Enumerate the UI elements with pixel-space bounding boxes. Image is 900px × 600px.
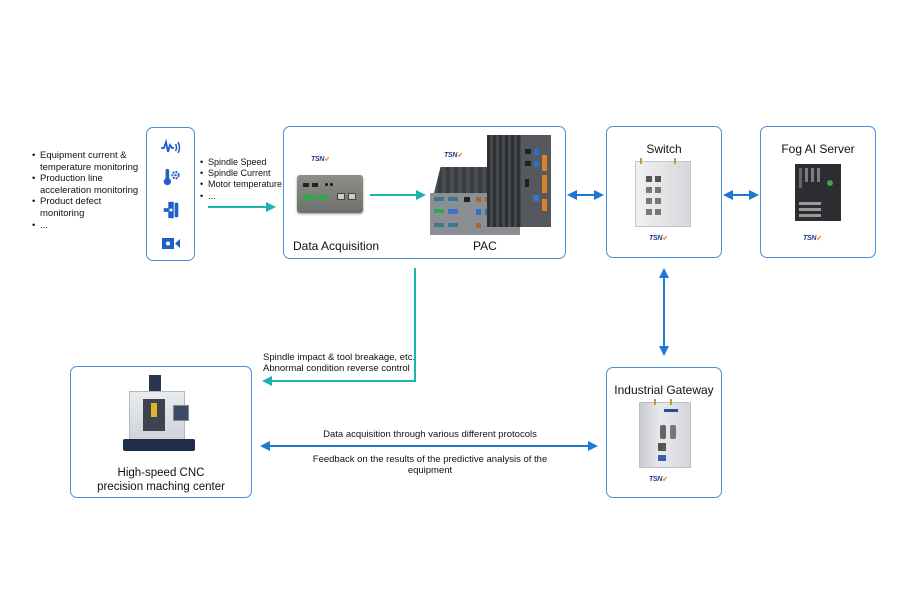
tsn-logo: TSN➶ xyxy=(311,156,330,163)
signal-list: Spindle Speed Spindle Current Motor temp… xyxy=(200,157,290,202)
monitoring-item: Production line acceleration monitoring xyxy=(32,173,147,196)
feedback-label-line1: Feedback on the results of the predictiv… xyxy=(312,454,548,465)
pac-label: PAC xyxy=(473,239,497,253)
signal-item: Spindle Current xyxy=(200,168,290,179)
switch-device-image xyxy=(635,158,691,227)
fog-ai-server-box: Fog AI Server TSN➶ xyxy=(760,126,876,258)
feedback-label-line2: equipment xyxy=(407,465,453,476)
switch-box: Switch TSN➶ xyxy=(606,126,722,258)
monitoring-item: Equipment current & temperature monitori… xyxy=(32,150,147,173)
tsn-logo: TSN➶ xyxy=(803,235,822,242)
tsn-logo: TSN➶ xyxy=(444,152,463,159)
fog-ai-server-title: Fog AI Server xyxy=(781,142,855,156)
edge-computing-box: TSN➶ TSN➶ xyxy=(283,126,566,259)
industrial-gateway-device-image xyxy=(639,399,691,468)
monitoring-item: ... xyxy=(32,220,147,232)
cnc-machine-image xyxy=(123,375,201,453)
cnc-machine-box: High-speed CNC precision maching center xyxy=(70,366,252,498)
thermometer-gear-icon xyxy=(163,168,180,186)
reverse-control-label-line2: Abnormal condition reverse control xyxy=(263,363,410,374)
camera-icon xyxy=(162,238,180,249)
signal-item: ... xyxy=(200,191,290,202)
cnc-title-line1: High-speed CNC xyxy=(117,467,205,479)
tsn-logo: TSN➶ xyxy=(649,235,668,242)
monitoring-list: Equipment current & temperature monitori… xyxy=(32,150,147,231)
signal-item: Motor temperature xyxy=(200,179,290,190)
cnc-title-line2: precision maching center xyxy=(97,481,225,493)
industrial-gateway-box: Industrial Gateway TSN➶ xyxy=(606,367,722,498)
industrial-gateway-title: Industrial Gateway xyxy=(614,383,714,397)
pac-tower-device-image xyxy=(487,135,551,227)
switch-title: Switch xyxy=(646,142,682,156)
protocol-label: Data acquisition through various differe… xyxy=(323,429,537,440)
fog-ai-server-device-image xyxy=(795,164,841,221)
vibration-wave-icon xyxy=(161,138,181,154)
data-acquisition-label: Data Acquisition xyxy=(293,239,380,253)
signal-item: Spindle Speed xyxy=(200,157,290,168)
tsn-logo: TSN➶ xyxy=(649,476,668,483)
monitoring-item: Product defect monitoring xyxy=(32,196,147,219)
data-acquisition-device-image xyxy=(297,175,363,213)
current-sensor-icon xyxy=(163,201,179,219)
